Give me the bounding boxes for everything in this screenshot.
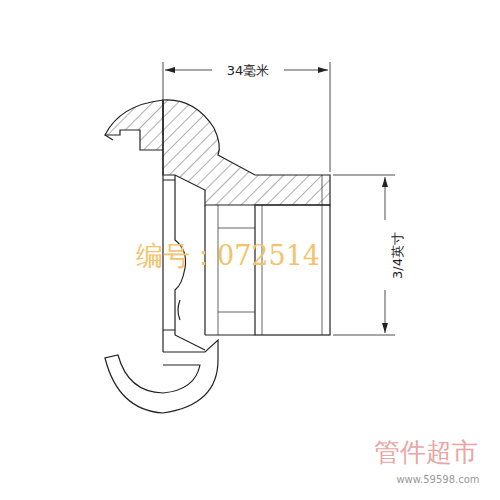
dimension-text: 34毫米 — [224, 63, 273, 78]
watermark-code: 编号：072514 — [136, 242, 320, 269]
dimension-text: 3/4英寸 — [389, 229, 404, 282]
watermark-url: www.59598.com — [396, 475, 479, 485]
watermark-brand: 管件超市 — [374, 439, 478, 465]
